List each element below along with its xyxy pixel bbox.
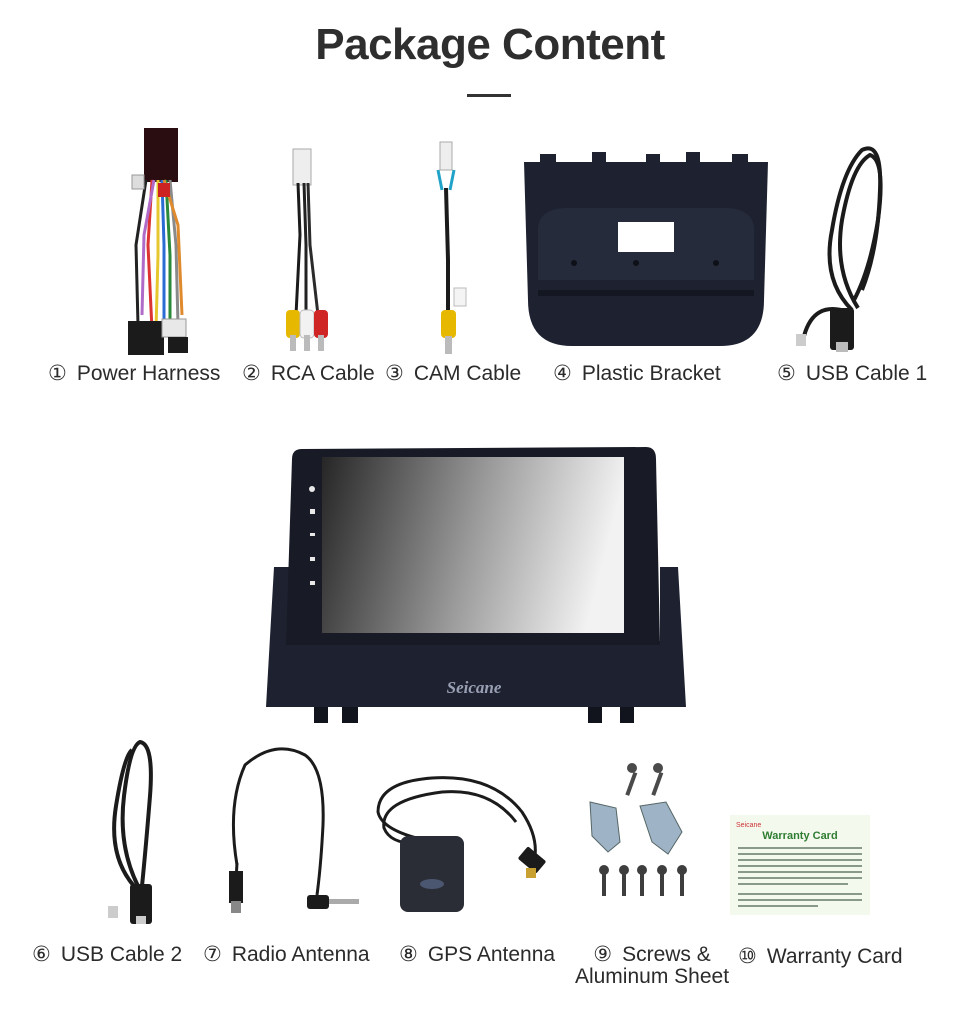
title-underline xyxy=(467,94,511,97)
caption-number: ⑤ xyxy=(777,362,796,385)
page-title: Package Content xyxy=(315,20,665,69)
usb-cable-2-image xyxy=(108,739,153,924)
plastic-bracket-image xyxy=(524,152,768,346)
caption-label: Plastic Bracket xyxy=(581,362,721,385)
cam-cable-image xyxy=(436,141,467,354)
caption-radio-antenna: ⑦ Radio Antenna xyxy=(203,944,370,966)
caption-label: CAM Cable xyxy=(413,362,522,385)
caption-rca-cable: ② RCA Cable xyxy=(242,363,375,385)
main-unit-brand: Seicane xyxy=(447,678,502,697)
warranty-card-brand: Seicane xyxy=(736,822,761,829)
caption-number: ⑨ xyxy=(593,943,613,966)
caption-number: ⑥ xyxy=(32,943,51,966)
caption-number: ⑦ xyxy=(203,943,222,966)
caption-warranty-card: ⑩ Warranty Card xyxy=(738,946,903,968)
rca-cable-image xyxy=(286,148,328,351)
caption-number: ⑩ xyxy=(738,945,757,968)
caption-label: Power Harness xyxy=(76,362,221,385)
caption-screws-aluminum-sheet: ⑨ Screws & Aluminum Sheet xyxy=(566,944,738,988)
caption-gps-antenna: ⑧ GPS Antenna xyxy=(399,944,555,966)
caption-label: RCA Cable xyxy=(270,362,375,385)
usb-cable-1-image xyxy=(796,146,883,352)
caption-label: USB Cable 1 xyxy=(805,362,928,385)
caption-plastic-bracket: ④ Plastic Bracket xyxy=(553,363,721,385)
radio-antenna-image xyxy=(229,747,359,913)
caption-usb-cable-1: ⑤ USB Cable 1 xyxy=(777,363,927,385)
caption-label: GPS Antenna xyxy=(427,943,556,966)
warranty-card-image: Seicane Warranty Card xyxy=(730,815,870,915)
warranty-card-heading: Warranty Card xyxy=(762,830,837,842)
caption-label: Warranty Card xyxy=(766,945,903,968)
caption-label-line1: Screws & xyxy=(622,943,711,966)
caption-label-line2: Aluminum Sheet xyxy=(574,965,730,988)
caption-number: ② xyxy=(242,362,261,385)
caption-power-harness: ① Power Harness xyxy=(48,363,220,385)
caption-number: ① xyxy=(48,362,67,385)
power-harness-image xyxy=(128,128,188,355)
caption-number: ⑧ xyxy=(399,943,418,966)
gps-antenna-image xyxy=(376,776,546,912)
caption-cam-cable: ③ CAM Cable xyxy=(385,363,521,385)
caption-number: ③ xyxy=(385,362,404,385)
caption-number: ④ xyxy=(553,362,572,385)
caption-usb-cable-2: ⑥ USB Cable 2 xyxy=(32,944,182,966)
caption-label: USB Cable 2 xyxy=(60,943,183,966)
screws-aluminum-sheet-image xyxy=(589,763,687,896)
caption-label: Radio Antenna xyxy=(231,943,370,966)
main-unit-image: Seicane xyxy=(266,447,686,723)
